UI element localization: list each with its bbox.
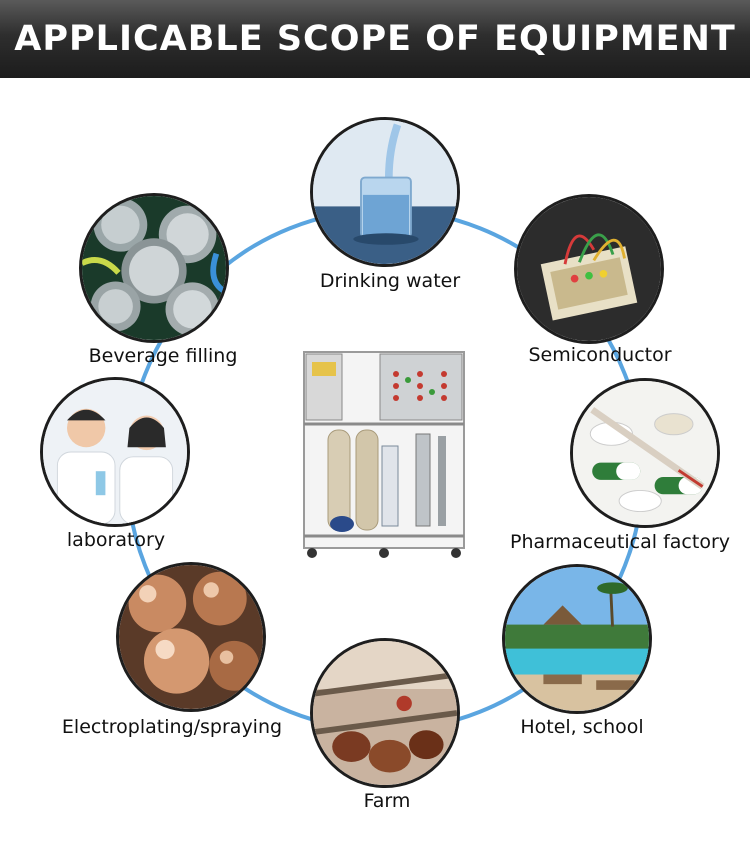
hotel-school-image: [502, 564, 652, 714]
label-farm: Farm: [363, 790, 411, 812]
glass-of-water-icon: [313, 120, 457, 264]
label-pharmaceutical-factory: Pharmaceutical factory: [510, 531, 730, 553]
beverage-cans-icon: [82, 196, 226, 340]
farm-image: [310, 638, 460, 788]
label-semiconductor: Semiconductor: [528, 344, 672, 366]
electroplating-image: [116, 562, 266, 712]
water-treatment-machine-image: [303, 351, 465, 558]
title-banner: APPLICABLE SCOPE OF EQUIPMENT: [0, 0, 750, 78]
semiconductor-image: [514, 194, 664, 344]
pills-thermometer-icon: [573, 381, 717, 525]
circuit-breadboard-icon: [517, 197, 661, 341]
drinking-water-image: [310, 117, 460, 267]
pharmaceutical-image: [570, 378, 720, 528]
label-drinking-water: Drinking water: [319, 270, 461, 292]
label-electroplating-spraying: Electroplating/spraying: [61, 716, 283, 738]
banner-title: APPLICABLE SCOPE OF EQUIPMENT: [14, 19, 736, 59]
reverse-osmosis-machine-icon: [303, 351, 465, 558]
pool-resort-icon: [505, 567, 649, 711]
scientists-lab-icon: [43, 380, 187, 524]
beverage-filling-image: [79, 193, 229, 343]
copper-spheres-icon: [119, 565, 263, 709]
label-hotel-school: Hotel, school: [520, 716, 644, 738]
chicken-coop-icon: [313, 641, 457, 785]
laboratory-image: [40, 377, 190, 527]
label-laboratory: laboratory: [66, 529, 166, 551]
label-beverage-filling: Beverage filling: [88, 345, 238, 367]
